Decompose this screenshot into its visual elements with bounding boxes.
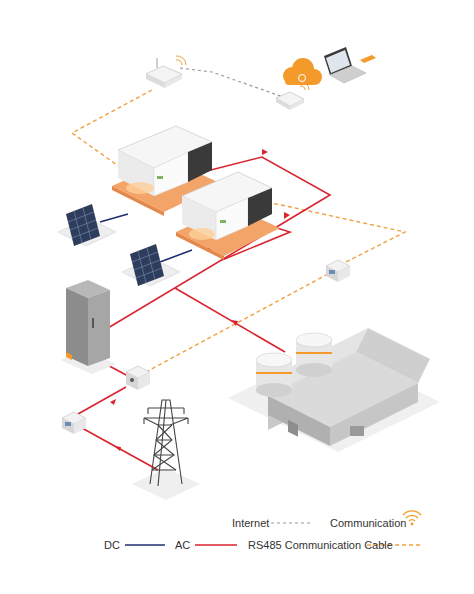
- internet-line: [180, 68, 286, 98]
- ct-meter-part: [138, 372, 150, 390]
- storage-tank-part: [296, 352, 332, 354]
- transmission-tower-part: [144, 400, 188, 486]
- ac-arrow-part: [284, 212, 290, 219]
- legend-text: DC: [104, 538, 120, 552]
- ac-arrow-part: [110, 399, 116, 405]
- router-part: [146, 74, 165, 88]
- transmission-tower-part-part: [144, 408, 188, 425]
- inverter-part: [248, 188, 272, 226]
- inverter-part: [118, 150, 154, 196]
- inverter-part: [216, 198, 248, 240]
- inverter-part: [182, 196, 216, 240]
- distribution-cabinet: [60, 280, 116, 374]
- ac-arrow-part: [231, 320, 238, 326]
- solar-panel-part: [68, 208, 98, 243]
- laptop: [324, 47, 376, 83]
- ac-line-part: [108, 157, 330, 328]
- ac-line-part: [78, 387, 126, 414]
- router-part: [176, 56, 186, 65]
- data-logger-part: [290, 99, 304, 110]
- ct-meter: [126, 366, 150, 390]
- ac-line-part: [175, 288, 285, 352]
- transmission-tower-part-part: [152, 425, 176, 470]
- storage-tank-part: [296, 363, 332, 377]
- dc-line-part: [160, 250, 192, 262]
- laptop-part: [330, 66, 366, 83]
- legend-text: AC: [175, 538, 190, 552]
- cloud-part: [299, 75, 306, 82]
- smart-meter: [326, 260, 350, 282]
- factory-part: [268, 396, 330, 446]
- storage-tank: [296, 333, 332, 377]
- solar-panel: [58, 204, 116, 246]
- distribution-cabinet-part: [88, 290, 110, 366]
- storage-tank-part: [256, 372, 292, 374]
- router-part: [156, 58, 158, 68]
- router-part: [165, 74, 182, 88]
- smart-meter-part: [338, 266, 350, 282]
- internet-line-part: [180, 68, 286, 98]
- solar-panel-part: [130, 244, 164, 286]
- storage-tank: [256, 353, 292, 397]
- solar-panel-part: [66, 204, 100, 246]
- grid-meter-part: [65, 422, 71, 426]
- factory: [228, 328, 440, 452]
- legend-sample-part: [271, 522, 310, 523]
- storage-tank-part: [256, 383, 292, 397]
- ac-line-part: [82, 428, 158, 470]
- ct-meter-part: [130, 378, 134, 382]
- laptop-part: [360, 55, 376, 63]
- inverter: [176, 172, 280, 260]
- legend-text: Communication: [330, 516, 406, 530]
- inverter-part: [220, 220, 226, 223]
- legend-sample-part: [411, 523, 414, 526]
- ac-arrow-part: [114, 446, 121, 451]
- data-logger: [276, 82, 309, 110]
- ac-arrow-part: [262, 149, 268, 155]
- inverter-part: [188, 142, 212, 182]
- transmission-tower: [132, 400, 200, 500]
- distribution-cabinet-part: [92, 318, 94, 328]
- router: [146, 56, 186, 88]
- storage-tank-part: [256, 353, 292, 367]
- ac-line: [78, 157, 330, 470]
- data-logger-part: [276, 98, 290, 110]
- cloud: [283, 58, 322, 85]
- solar-panel-part: [132, 248, 162, 283]
- smart-meter-part: [329, 270, 335, 274]
- grid-meter-part: [62, 418, 74, 434]
- transmission-tower-part-part: [150, 400, 182, 484]
- transmission-tower-part: [132, 468, 200, 500]
- inverter-part: [154, 152, 188, 196]
- legend-text: RS485 Communication Cable: [248, 538, 393, 552]
- factory-part: [288, 420, 298, 437]
- factory-part: [350, 426, 364, 436]
- factory-part: [330, 383, 418, 446]
- inverter-part: [157, 176, 163, 179]
- legend-text: Internet: [232, 516, 269, 530]
- distribution-cabinet-part: [66, 352, 72, 360]
- factory-part: [356, 328, 430, 383]
- rs485-line: [72, 90, 405, 372]
- solar-panel: [122, 244, 180, 286]
- grid-meter-part: [74, 418, 86, 434]
- smart-meter-part: [326, 266, 338, 282]
- ct-meter-part: [126, 372, 138, 390]
- legend-sample-part: [195, 544, 237, 546]
- transmission-tower-part-part: [144, 408, 188, 424]
- legend-sample-part: [125, 544, 165, 546]
- grid-meter: [62, 412, 86, 434]
- inverter-part: [189, 228, 215, 240]
- dc-line-part: [100, 214, 128, 222]
- inverter-part: [126, 182, 154, 194]
- storage-tank-part: [296, 333, 332, 347]
- transmission-tower-part-part: [152, 425, 176, 470]
- distribution-cabinet-part: [66, 288, 88, 366]
